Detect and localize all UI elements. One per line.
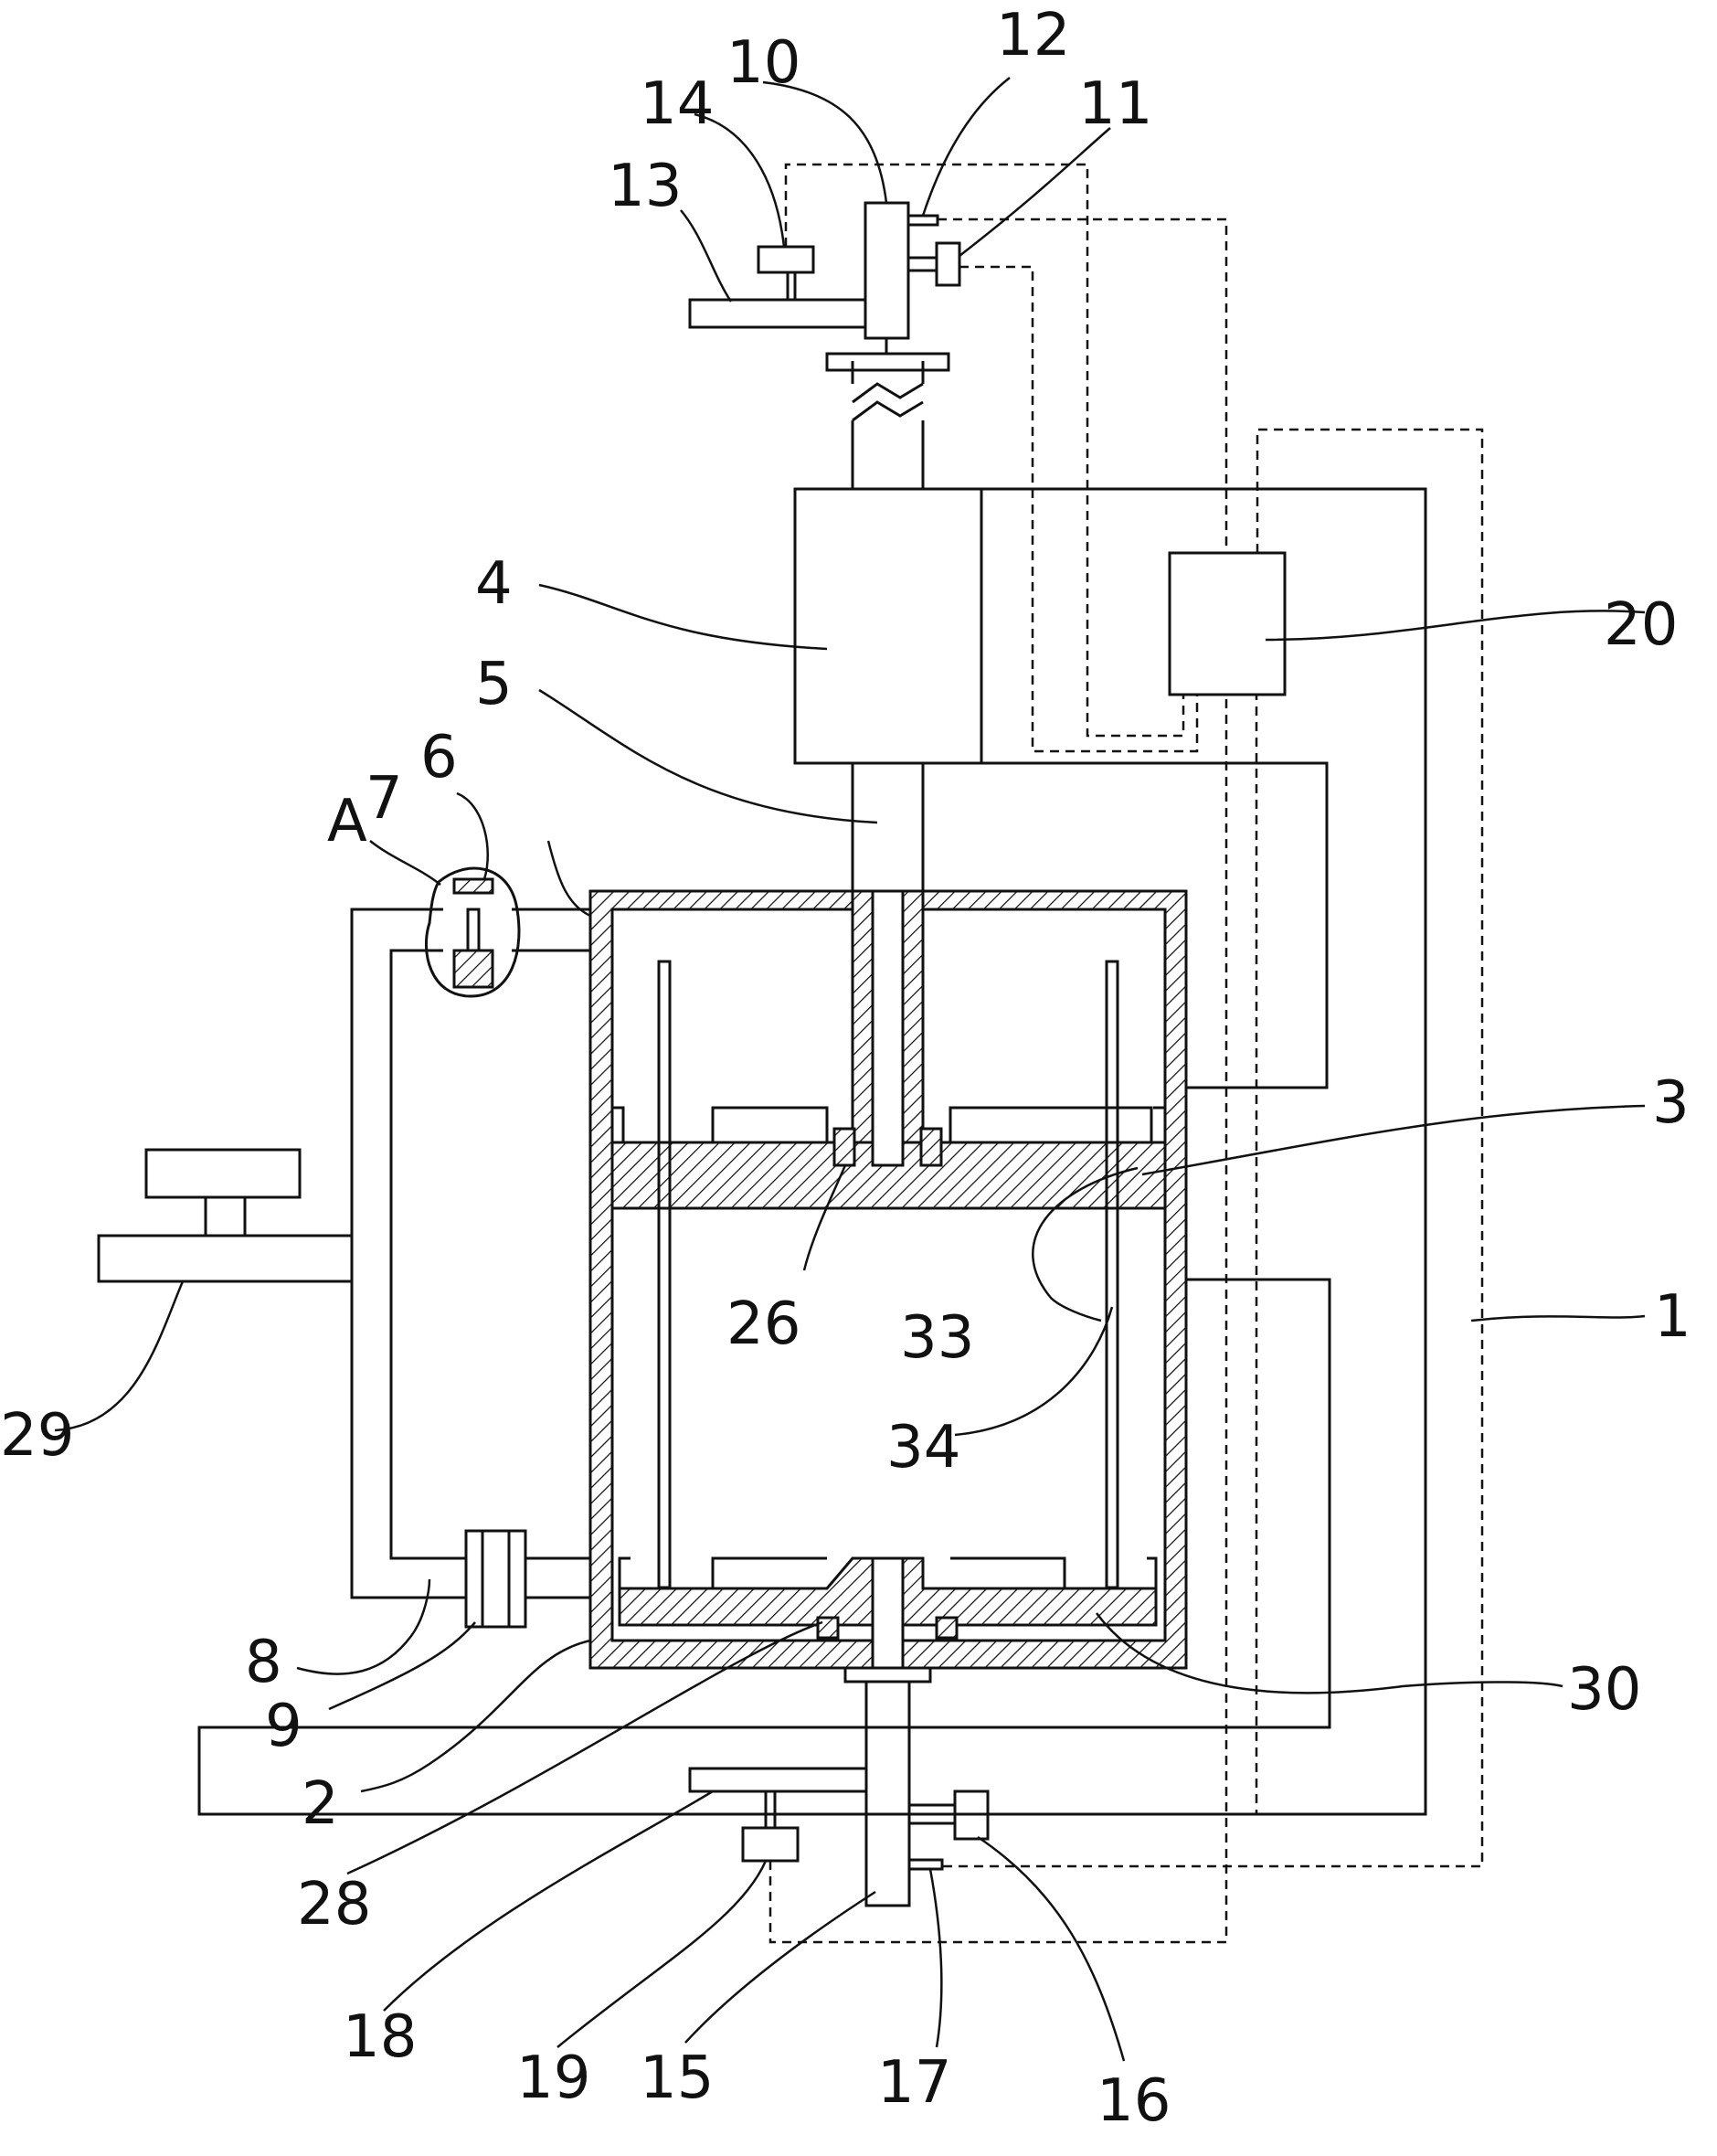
wire-16 — [988, 695, 1258, 1816]
label-12: 12 — [996, 2, 1070, 69]
wire-14 — [784, 163, 1185, 738]
lower-arm — [688, 1767, 868, 1793]
motor — [793, 487, 983, 765]
label-34: 34 — [886, 1414, 960, 1482]
leader-17 — [928, 1868, 943, 2048]
leader-2 — [360, 1639, 591, 1793]
detail-cap — [452, 877, 494, 895]
label-A: A — [327, 788, 367, 855]
label-30: 30 — [1567, 1656, 1641, 1724]
leader-29 — [54, 1280, 185, 1432]
label-4: 4 — [475, 550, 513, 618]
break-line — [852, 400, 924, 422]
rod-left — [657, 960, 672, 1589]
label-16: 16 — [1097, 2067, 1171, 2135]
leader-12 — [921, 77, 1011, 217]
wire-12 — [938, 218, 1228, 553]
leader-10 — [762, 80, 888, 204]
label-19: 19 — [516, 2044, 590, 2112]
leader-6 — [546, 840, 591, 918]
upper-rod — [864, 201, 910, 340]
label-18: 18 — [343, 2003, 417, 2071]
label-10: 10 — [726, 29, 800, 97]
label-26: 26 — [726, 1290, 800, 1358]
flange-top — [825, 352, 950, 372]
label-17: 17 — [877, 2049, 951, 2117]
label-8: 8 — [245, 1629, 282, 1696]
pipe-inner — [389, 949, 590, 1560]
label-11: 11 — [1078, 70, 1152, 138]
pipe-outer — [350, 908, 590, 1599]
leader-1 — [1470, 1314, 1646, 1322]
upper-arm — [688, 298, 867, 329]
leader-4 — [538, 583, 828, 651]
element-12 — [906, 214, 939, 227]
label-7: 7 — [366, 765, 403, 833]
label-6: 6 — [420, 724, 458, 791]
lower-rod — [864, 1680, 911, 1907]
sensor-11 — [935, 241, 961, 287]
leader-5 — [538, 688, 878, 824]
leader-11 — [959, 127, 1111, 257]
leader-9 — [328, 1621, 476, 1711]
leader-3 — [1141, 1104, 1646, 1176]
leader-19 — [556, 1860, 768, 2048]
wire-19 — [768, 695, 1228, 1944]
bearing-26 — [832, 1127, 856, 1167]
controller — [1168, 551, 1287, 696]
label-29: 29 — [0, 1402, 74, 1470]
leader-20 — [1265, 610, 1646, 642]
label-3: 3 — [1652, 1069, 1690, 1137]
detail-circle-A — [424, 866, 521, 998]
label-9: 9 — [265, 1693, 302, 1760]
label-20: 20 — [1604, 591, 1678, 659]
label-2: 2 — [302, 1770, 339, 1838]
sensor-19 — [741, 1826, 800, 1863]
leader-7 — [456, 791, 489, 880]
label-5: 5 — [475, 651, 513, 718]
sensor-14 — [757, 245, 815, 274]
leader-A — [369, 840, 441, 886]
label-1: 1 — [1654, 1283, 1691, 1351]
block-29 — [144, 1148, 302, 1199]
label-33: 33 — [900, 1304, 974, 1372]
leader-13 — [680, 209, 733, 303]
bearing-28 — [816, 1616, 840, 1640]
label-13: 13 — [608, 153, 682, 220]
wire-11 — [959, 265, 1199, 753]
label-28: 28 — [297, 1871, 371, 1938]
wire-20-top — [942, 428, 1484, 1868]
leader-30 — [1095, 1612, 1563, 1694]
leader-16 — [977, 1835, 1126, 2062]
lower-flange — [843, 1666, 932, 1683]
label-14: 14 — [640, 70, 714, 138]
leader-33 — [1032, 1166, 1139, 1322]
valve-9 — [464, 1529, 527, 1629]
element-17 — [907, 1858, 944, 1871]
base-29 — [97, 1234, 354, 1283]
leader-34 — [954, 1306, 1114, 1437]
leader-26 — [802, 1164, 847, 1271]
leader-14 — [694, 112, 786, 248]
label-15: 15 — [640, 2044, 714, 2112]
rod-right — [1105, 960, 1119, 1589]
leader-8 — [296, 1578, 431, 1675]
leader-15 — [684, 1890, 876, 2044]
leader-18 — [383, 1790, 714, 2012]
leader-28 — [346, 1620, 823, 1875]
